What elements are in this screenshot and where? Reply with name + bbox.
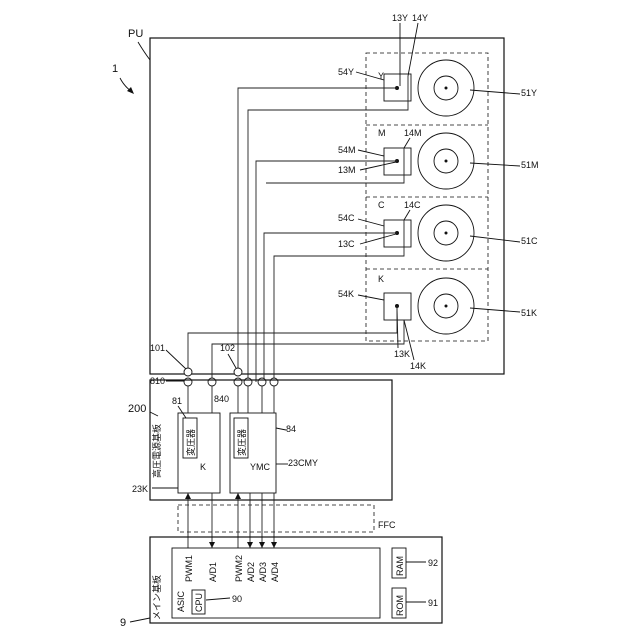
station-letter-k: K xyxy=(378,274,384,284)
station-k: K 54K 13K 14K 51K xyxy=(338,274,537,371)
connector-label-102: 102 xyxy=(220,343,235,353)
transformer-k-label: 変圧器 xyxy=(185,429,196,456)
device-ref: 1 xyxy=(112,63,118,75)
signal-pwm2: PWM2 xyxy=(234,555,244,582)
connector-label-810: 810 xyxy=(150,376,165,386)
main-board-ref: 9 xyxy=(120,617,126,629)
ffc-label: FFC xyxy=(378,520,396,530)
connector-node-840 xyxy=(208,378,216,386)
rom-label: ROM xyxy=(395,595,405,616)
rom-ref: 91 xyxy=(428,598,438,608)
circuit-ymc-letter: YMC xyxy=(250,462,271,472)
circuit-k-letter: K xyxy=(200,462,206,472)
drum-label-k: 51K xyxy=(521,308,537,318)
contact-label-14c: 14C xyxy=(404,200,421,210)
hv-board-ref: 200 xyxy=(128,403,146,415)
transformer-ymc-ref: 84 xyxy=(286,424,296,434)
connector-label-840: 840 xyxy=(214,394,229,404)
hv-board-title: 高圧電源基板 xyxy=(151,424,162,478)
station-y: Y 54Y 13Y 14Y 51Y xyxy=(338,13,537,116)
connector-node-810 xyxy=(184,378,192,386)
main-board-title: メイン基板 xyxy=(151,575,162,620)
cpu-ref: 90 xyxy=(232,594,242,604)
holder-label-m: 54M xyxy=(338,145,356,155)
contact-label-13c: 13C xyxy=(338,239,355,249)
process-unit-leader xyxy=(138,42,150,60)
contact-label-13m: 13M xyxy=(338,165,356,175)
holder-label-y: 54Y xyxy=(338,67,354,77)
station-c: C 54C 13C 14C 51C xyxy=(338,200,538,261)
contact-label-14k: 14K xyxy=(410,361,426,371)
station-letter-c: C xyxy=(378,200,385,210)
ffc-box xyxy=(178,505,374,532)
ram-label: RAM xyxy=(395,556,405,576)
holder-label-k: 54K xyxy=(338,289,354,299)
cpu-label: CPU xyxy=(194,593,204,612)
contact-label-13y: 13Y xyxy=(392,13,408,23)
contact-label-14m: 14M xyxy=(404,128,422,138)
ram-ref: 92 xyxy=(428,558,438,568)
transformer-k-ref: 81 xyxy=(172,396,182,406)
signal-ad1: A/D1 xyxy=(208,562,218,582)
connector-label-101: 101 xyxy=(150,343,165,353)
wiring xyxy=(188,76,408,382)
signal-ad4: A/D4 xyxy=(270,562,280,582)
circuit-cmy-ref: 23CMY xyxy=(288,458,318,468)
drum-label-c: 51C xyxy=(521,236,538,246)
station-letter-m: M xyxy=(378,128,386,138)
signal-ad3: A/D3 xyxy=(258,562,268,582)
signal-lines xyxy=(185,493,277,548)
device-arrowhead xyxy=(127,87,134,94)
drum-label-y: 51Y xyxy=(521,88,537,98)
station-m: M 54M 13M 14M 51M xyxy=(338,128,539,189)
circuit-k-ref: 23K xyxy=(132,484,148,494)
transformer-ymc-label: 変圧器 xyxy=(236,429,247,456)
connector-node-101 xyxy=(184,368,192,376)
holder-label-c: 54C xyxy=(338,213,355,223)
contact-label-14y: 14Y xyxy=(412,13,428,23)
connector-node-102 xyxy=(234,368,242,376)
drum-label-m: 51M xyxy=(521,160,539,170)
signal-ad2: A/D2 xyxy=(246,562,256,582)
signal-pwm1: PWM1 xyxy=(184,555,194,582)
asic-label: ASIC xyxy=(176,590,186,612)
process-unit-ref: PU xyxy=(128,28,143,40)
contact-label-13k: 13K xyxy=(394,349,410,359)
circuit-k-box xyxy=(178,413,220,493)
hv-wires xyxy=(188,386,274,413)
